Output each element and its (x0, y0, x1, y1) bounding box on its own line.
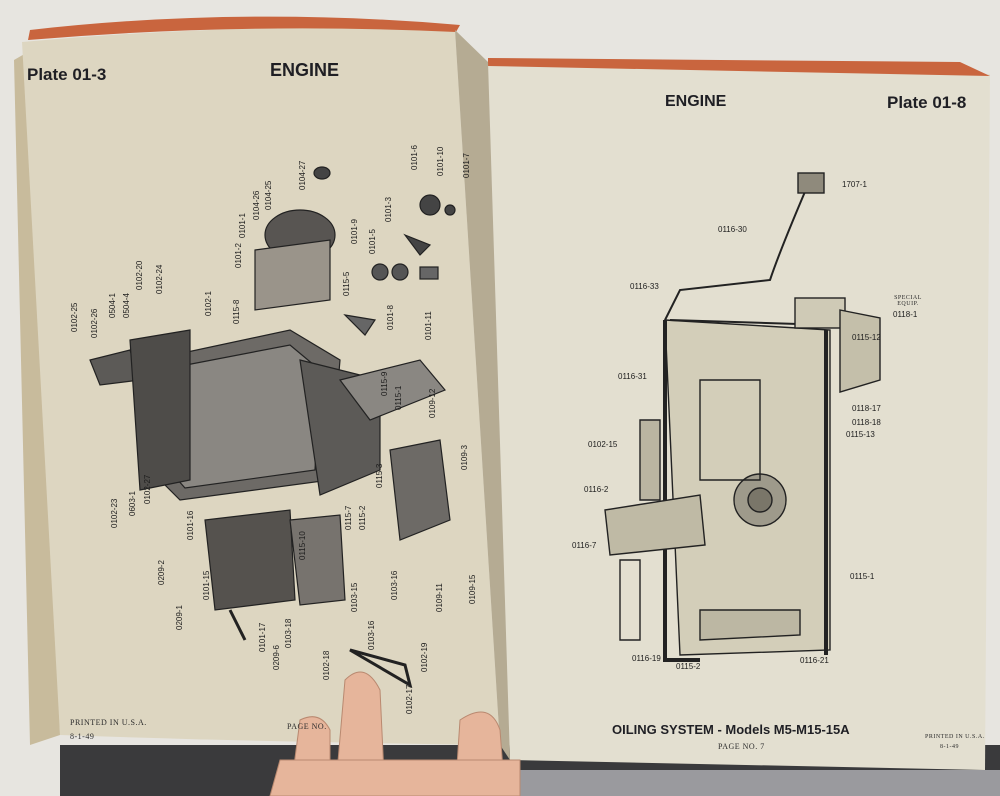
part-number: 0115-12 (852, 333, 881, 342)
left-printed: PRINTED IN U.S.A. (70, 718, 147, 727)
part-number: 0101-15 (202, 570, 211, 600)
part-number: 0115-10 (298, 531, 307, 560)
part-number: 0115-8 (232, 299, 241, 324)
part-number: 0101-8 (386, 305, 395, 330)
right-page-no: PAGE NO. 7 (718, 742, 765, 751)
part-number: 0101-10 (436, 146, 445, 176)
part-number: 0115-7 (344, 505, 353, 530)
part-number: 0115-2 (676, 662, 701, 671)
part-number: 0116-31 (618, 372, 647, 381)
exploded-engine-diagram (89, 166, 456, 689)
part-number: 0102-15 (588, 440, 618, 449)
part-number: 0115-13 (846, 430, 875, 439)
part-number: 0101-6 (410, 145, 419, 170)
part-number: 0103-15 (350, 582, 359, 612)
part-number: 0101-1 (238, 213, 247, 238)
part-number: 0102-20 (135, 260, 144, 290)
part-number: 0102-18 (322, 650, 331, 680)
right-printed: PRINTED IN U.S.A. (925, 734, 985, 740)
part-number: 0116-33 (630, 282, 659, 291)
part-number: 0102-23 (110, 498, 119, 528)
part-number: 0103-16 (367, 620, 376, 650)
left-date: 8-1-49 (70, 732, 95, 741)
part-number: 0109-12 (428, 388, 437, 418)
part-number: 0101-5 (368, 229, 377, 254)
part-number: 0504-1 (108, 293, 117, 318)
part-number: 0116-7 (572, 541, 597, 550)
part-number: 0118-1 (893, 310, 918, 319)
part-number: 0109-3 (460, 445, 469, 470)
part-number: 0102-1 (204, 291, 213, 316)
part-number: 0103-18 (284, 618, 293, 648)
part-number: 0116-21 (800, 656, 829, 665)
right-date: 8-1-49 (940, 744, 959, 750)
part-number: 0118-17 (852, 404, 881, 413)
part-number: 0504-4 (122, 293, 131, 318)
part-number: 0209-6 (272, 645, 281, 670)
part-number: 0116-19 (632, 654, 661, 663)
part-number: 0102-17 (405, 684, 414, 714)
part-number: 0209-1 (175, 605, 184, 630)
part-number: 0115-1 (394, 385, 403, 410)
part-number: 0115-9 (380, 371, 389, 396)
part-number: 0104-27 (298, 160, 307, 190)
hand (269, 671, 521, 796)
right-page-title: ENGINE (665, 93, 727, 110)
part-number: 0115-2 (358, 505, 367, 530)
part-number: 0116-2 (584, 485, 609, 494)
part-number: 0104-25 (264, 180, 273, 210)
part-number: 0101-7 (462, 153, 471, 178)
part-number: 0115-5 (342, 271, 351, 296)
part-number: 0101-9 (350, 219, 359, 244)
right-caption: OILING SYSTEM - Models M5-M15-15A (612, 722, 850, 737)
part-number: 0102-27 (143, 474, 152, 504)
part-number: 0102-26 (90, 308, 99, 338)
part-number: 0109-11 (435, 583, 444, 612)
left-plate-number: Plate 01-3 (27, 65, 107, 84)
part-number: 0209-2 (157, 560, 166, 585)
part-number: 0101-16 (186, 510, 195, 540)
left-page-no: PAGE NO. (287, 722, 327, 731)
special-equip-label: SPECIAL EQUIP. (894, 295, 922, 307)
oiling-system-diagram (604, 172, 881, 662)
part-number: 0102-24 (155, 264, 164, 294)
right-plate-number: Plate 01-8 (887, 93, 967, 112)
part-number: 0115-3 (375, 463, 384, 488)
part-number: 0104-26 (252, 190, 261, 220)
part-number: 0102-19 (420, 642, 429, 672)
part-number: 0109-15 (468, 574, 477, 604)
part-number: 0603-1 (128, 491, 137, 516)
part-number: 0101-11 (424, 311, 433, 340)
part-number: 0101-17 (258, 622, 267, 652)
part-number: 0118-18 (852, 418, 881, 427)
part-number: 0116-30 (718, 225, 747, 234)
part-number: 0115-1 (850, 572, 875, 581)
part-number: 0101-2 (234, 243, 243, 268)
part-number: 1707-1 (842, 180, 867, 189)
part-number: 0103-16 (390, 570, 399, 600)
left-page-title: ENGINE (270, 60, 340, 80)
part-number: 0101-3 (384, 197, 393, 222)
part-number: 0102-25 (70, 302, 79, 332)
